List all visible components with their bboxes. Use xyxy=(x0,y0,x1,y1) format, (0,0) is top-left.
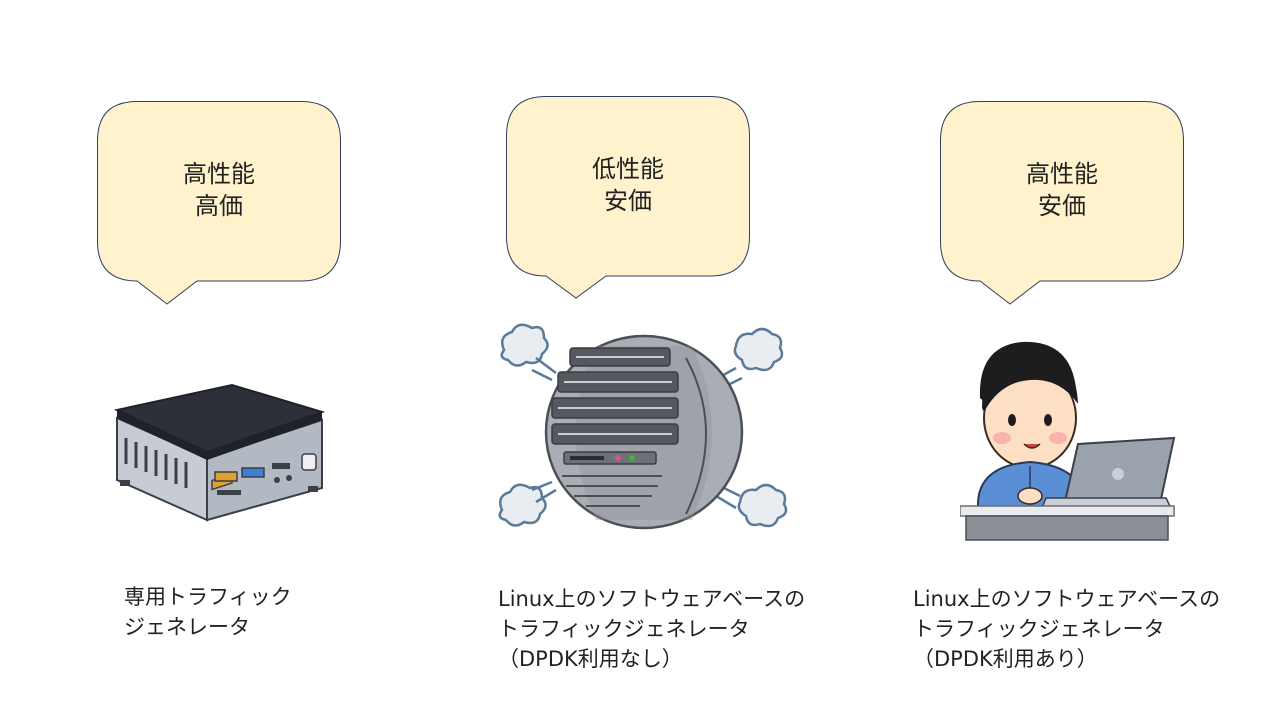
bubble-line-price: 高価 xyxy=(195,192,243,220)
person-laptop-icon xyxy=(959,338,1178,543)
bubble-line-performance: 高性能 xyxy=(183,160,255,188)
speech-bubble-shape xyxy=(506,96,750,299)
speech-bubble-shape xyxy=(940,101,1184,305)
speech-bubble-software: 低性能 安価 xyxy=(506,96,750,300)
speech-bubble-dedicated: 高性能 高価 xyxy=(97,101,341,305)
caption-software-dpdk: Linux上のソフトウェアベースの トラフィックジェネレータ （DPDK利用あり… xyxy=(913,584,1220,674)
caption-line: Linux上のソフトウェアベースの xyxy=(498,587,806,611)
mini-pc-icon xyxy=(112,380,327,525)
speech-bubble-shape xyxy=(97,101,341,305)
bubble-line-price: 安価 xyxy=(1038,192,1086,220)
bubble-line-performance: 高性能 xyxy=(1026,160,1098,188)
caption-line: Linux上のソフトウェアベースの xyxy=(913,587,1221,611)
caption-line: ジェネレータ xyxy=(124,615,250,639)
caption-line: 専用トラフィック xyxy=(124,585,292,609)
caption-line: トラフィックジェネレータ xyxy=(498,617,750,641)
caption-line: （DPDK利用あり） xyxy=(913,647,1098,671)
caption-line: （DPDK利用なし） xyxy=(498,647,683,671)
overloaded-server-icon xyxy=(496,318,792,544)
caption-software-no-dpdk: Linux上のソフトウェアベースの トラフィックジェネレータ （DPDK利用なし… xyxy=(498,584,805,674)
bubble-line-price: 安価 xyxy=(604,187,652,215)
caption-line: トラフィックジェネレータ xyxy=(913,617,1165,641)
caption-dedicated-generator: 専用トラフィック ジェネレータ xyxy=(124,582,292,642)
bubble-line-performance: 低性能 xyxy=(592,155,664,183)
speech-bubble-dpdk: 高性能 安価 xyxy=(940,101,1184,305)
